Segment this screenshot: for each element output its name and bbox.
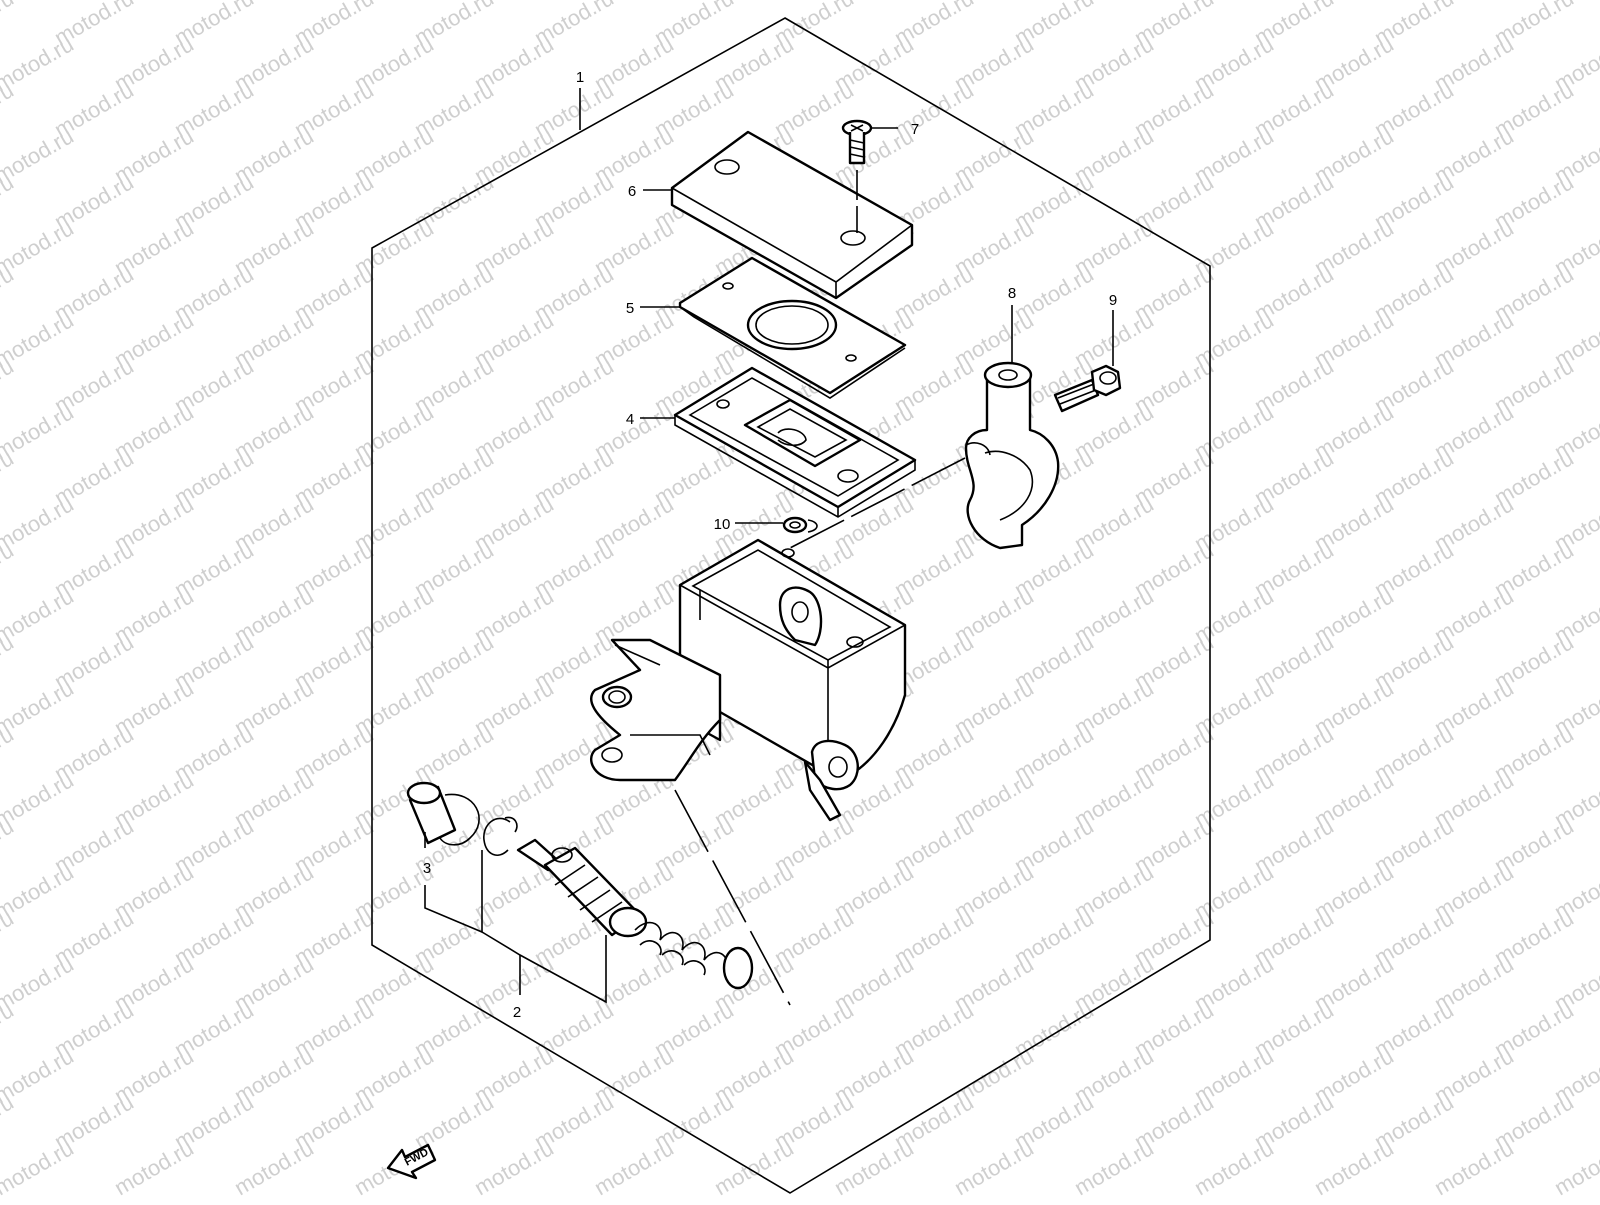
assembly-boundary bbox=[371, 17, 1211, 1194]
master-cylinder-body bbox=[589, 538, 907, 822]
watermark-text: motod.ru bbox=[0, 767, 78, 832]
clamp-bolt bbox=[1053, 364, 1122, 413]
watermark-text: motod.ru bbox=[0, 951, 78, 1016]
watermark-text: motod.ru bbox=[0, 1043, 78, 1108]
watermark-text: motod.ru bbox=[0, 1135, 78, 1200]
diaphragm bbox=[673, 366, 917, 518]
cap-screw bbox=[841, 119, 873, 233]
watermark-text: motod.ru bbox=[1190, 1135, 1278, 1200]
callouts: 1 2 3 4 5 6 7 8 9 10 bbox=[423, 69, 1117, 1021]
watermark-text: motod.ru bbox=[230, 1135, 318, 1200]
callout-2: 2 bbox=[513, 1004, 521, 1021]
watermark-text: motod.ru bbox=[950, 1135, 1038, 1200]
leader-lines bbox=[424, 88, 1114, 1004]
watermark-text: motod.ru bbox=[0, 0, 18, 50]
watermark-text: motod.ru bbox=[110, 1135, 198, 1200]
watermark-text: motod.ru bbox=[0, 675, 78, 740]
watermark-text: motod.ru bbox=[0, 31, 78, 96]
callout-10: 10 bbox=[714, 516, 731, 533]
watermark-text: motod.ru bbox=[0, 215, 78, 280]
watermark-text: motod.ru bbox=[1430, 1135, 1518, 1200]
callout-5: 5 bbox=[626, 300, 634, 317]
circlip bbox=[483, 816, 518, 856]
handlebar-clamp bbox=[964, 361, 1060, 550]
dust-boot bbox=[406, 781, 480, 846]
watermark-text: motod.ru bbox=[590, 1135, 678, 1200]
callout-9: 9 bbox=[1109, 292, 1117, 309]
callout-3: 3 bbox=[423, 860, 431, 877]
callout-6: 6 bbox=[628, 183, 636, 200]
callout-4: 4 bbox=[626, 411, 634, 428]
watermark-text: motod.ru bbox=[0, 399, 78, 464]
reservoir-cap bbox=[670, 130, 914, 300]
callout-8: 8 bbox=[1008, 285, 1016, 302]
watermark-text: motod.ru bbox=[0, 583, 78, 648]
watermark-text: motod.ru bbox=[0, 491, 78, 556]
piston bbox=[516, 838, 648, 938]
watermark-text: motod.ru bbox=[0, 859, 78, 924]
watermark-text: motod.ru bbox=[1310, 1135, 1398, 1200]
callout-1: 1 bbox=[576, 69, 584, 86]
watermark-text: motod.ru bbox=[1550, 1135, 1600, 1200]
return-spring bbox=[634, 921, 754, 990]
watermark-text: motod.ru bbox=[1070, 1135, 1158, 1200]
callout-7: 7 bbox=[911, 121, 919, 138]
washer bbox=[782, 516, 818, 534]
watermark-text: motod.ru bbox=[0, 123, 78, 188]
watermark-text: motod.ru bbox=[470, 1135, 558, 1200]
watermark-text: motod.ru bbox=[0, 307, 78, 372]
watermark-text: motod.ru bbox=[830, 1135, 918, 1200]
